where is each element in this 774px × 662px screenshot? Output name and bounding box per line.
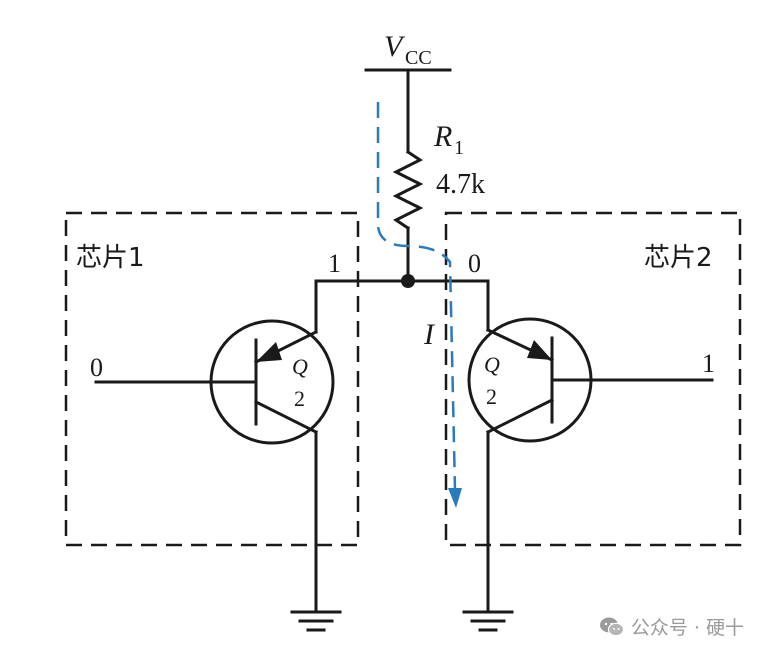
junction-dot xyxy=(401,274,415,288)
chip1-box xyxy=(64,211,360,547)
chip2-q-number: 2 xyxy=(486,384,497,409)
current-arrowhead xyxy=(448,488,462,508)
watermark: 公众号 · 硬十 xyxy=(599,613,744,640)
current-path xyxy=(376,102,457,491)
vcc-symbol: V xyxy=(384,30,406,63)
chip1-label: 芯片1 xyxy=(76,243,145,273)
chip1-input-level: 0 xyxy=(90,353,103,382)
watermark-text: 公众号 · 硬十 xyxy=(630,617,744,639)
chip2-transistor xyxy=(467,279,714,614)
current-label: I xyxy=(423,318,436,351)
wechat-icon xyxy=(599,617,624,636)
chip1-transistor xyxy=(94,279,335,614)
chip1-ground-symbol xyxy=(290,610,342,632)
resistor-subscript: 1 xyxy=(454,137,464,159)
chip2-label: 芯片2 xyxy=(644,243,713,273)
resistor-r1 xyxy=(392,68,424,283)
resistor-name: R xyxy=(433,120,452,153)
chip2-q-letter: Q xyxy=(484,352,500,377)
chip1-output-level: 1 xyxy=(328,249,341,278)
chip1-q-number: 2 xyxy=(294,386,305,411)
chip2-ground-symbol xyxy=(462,610,514,632)
chip2-input-level: 1 xyxy=(702,349,715,378)
chip1-q-letter: Q xyxy=(292,354,308,379)
chip2-output-level: 0 xyxy=(468,249,481,278)
vcc-subscript: CC xyxy=(405,47,432,69)
chip2-box xyxy=(444,211,742,547)
resistor-value: 4.7k xyxy=(436,169,485,200)
